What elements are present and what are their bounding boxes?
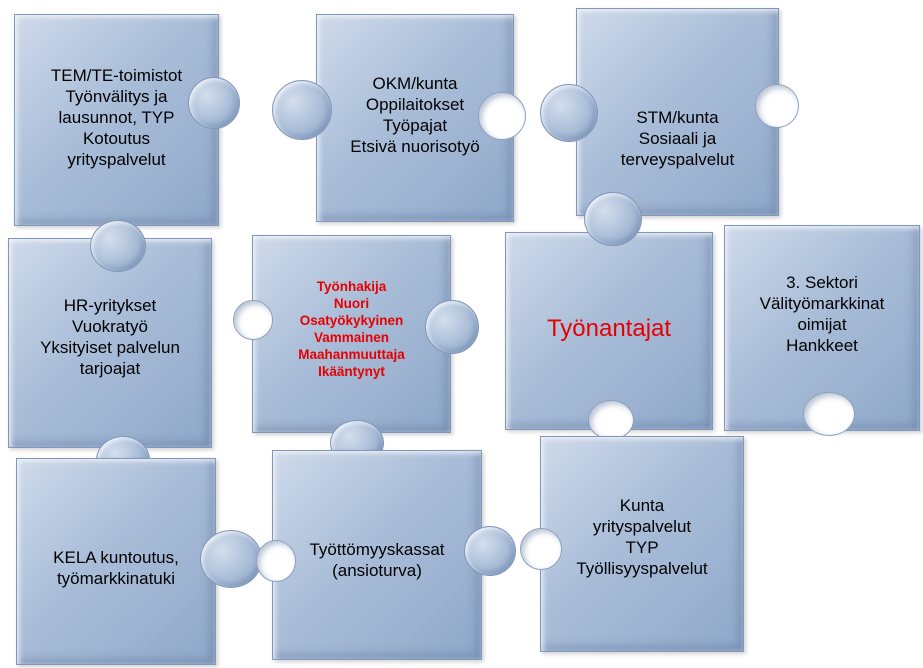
knob: [272, 80, 332, 140]
piece-kassat-label: Työttömyyskassat (ansioturva): [273, 539, 481, 581]
label-line: KELA kuntoutus,: [53, 548, 179, 567]
knob: [188, 77, 240, 129]
piece-employers: Työnantajat: [505, 232, 713, 430]
label-line: Kotoutus: [82, 129, 151, 148]
piece-hr: HR-yritykset Vuokratyö Yksityiset palvel…: [8, 238, 212, 448]
piece-kela-label: KELA kuntoutus, työmarkkinatuki: [17, 547, 215, 589]
knob: [90, 220, 146, 272]
knob: [540, 84, 598, 142]
label-line: Työttömyyskassat: [309, 540, 445, 559]
label-line: HR-yritykset: [63, 296, 157, 315]
piece-stm: STM/kunta Sosiaali ja terveyspalvelut: [576, 8, 779, 216]
label-line: oimijat: [797, 315, 847, 334]
label-line: (ansioturva): [332, 561, 422, 580]
label-line: Maahanmuuttaja: [298, 347, 405, 362]
piece-kela: KELA kuntoutus, työmarkkinatuki: [16, 458, 216, 665]
piece-okm-label: OKM/kunta Oppilaitokset Työpajat Etsivä …: [317, 73, 513, 157]
piece-center: Työnhakija Nuori Osatyökykyinen Vammaine…: [252, 235, 451, 433]
label-line: 3. Sektori: [786, 273, 858, 292]
hole: [478, 92, 526, 140]
label-line: Työnantajat: [546, 315, 672, 342]
piece-center-label: Työnhakija Nuori Osatyökykyinen Vammaine…: [253, 278, 450, 380]
knob: [464, 526, 516, 576]
label-line: Kunta: [619, 496, 665, 515]
label-line: Sosiaali ja: [638, 129, 717, 148]
label-line: Etsivä nuorisotyö: [350, 137, 480, 156]
label-line: STM/kunta: [636, 108, 719, 127]
piece-employers-label: Työnantajat: [506, 315, 712, 343]
label-line: OKM/kunta: [372, 74, 458, 93]
piece-tem-te: TEM/TE-toimistot Työnvälitys ja lausunno…: [14, 14, 219, 226]
hole: [755, 84, 799, 128]
label-line: yrityspalvelut: [67, 150, 166, 169]
hole: [803, 392, 855, 436]
hole: [520, 528, 562, 570]
label-line: TYP: [625, 538, 659, 557]
knob: [584, 192, 642, 246]
piece-kunta: Kunta yrityspalvelut TYP Työllisyyspalve…: [540, 436, 744, 652]
label-line: Vammainen: [313, 330, 390, 345]
label-line: Hankkeet: [786, 336, 858, 355]
hole: [233, 300, 273, 340]
piece-kassat: Työttömyyskassat (ansioturva): [272, 450, 482, 660]
label-line: Osatyökykyinen: [299, 313, 404, 328]
piece-hr-label: HR-yritykset Vuokratyö Yksityiset palvel…: [9, 295, 211, 379]
knob: [425, 300, 479, 354]
hole: [256, 540, 296, 582]
label-line: Työpajat: [382, 116, 448, 135]
label-line: Ikääntynyt: [318, 364, 385, 379]
label-line: Työnvälitys ja: [65, 87, 168, 106]
hole: [588, 400, 634, 440]
label-line: Vuokratyö: [72, 317, 148, 336]
label-line: lausunnot, TYP: [58, 108, 175, 127]
knob: [200, 530, 262, 588]
piece-kunta-label: Kunta yrityspalvelut TYP Työllisyyspalve…: [541, 495, 743, 579]
label-line: Yksityiset palvelun: [40, 338, 180, 357]
label-line: työmarkkinatuki: [56, 569, 176, 588]
label-line: yrityspalvelut: [592, 517, 692, 536]
label-line: Nuori: [333, 296, 370, 311]
label-line: tarjoajat: [79, 359, 141, 378]
piece-stm-label: STM/kunta Sosiaali ja terveyspalvelut: [577, 107, 778, 170]
label-line: Välityömarkkinat: [759, 294, 885, 313]
label-line: Työnhakija: [316, 279, 387, 294]
label-line: Työllisyyspalvelut: [576, 559, 708, 578]
piece-tem-te-label: TEM/TE-toimistot Työnvälitys ja lausunno…: [15, 65, 218, 170]
label-line: terveyspalvelut: [620, 150, 735, 169]
label-line: TEM/TE-toimistot: [50, 66, 183, 85]
label-line: Oppilaitokset: [365, 95, 465, 114]
piece-3-sektori-label: 3. Sektori Välityömarkkinat oimijat Hank…: [725, 272, 919, 356]
